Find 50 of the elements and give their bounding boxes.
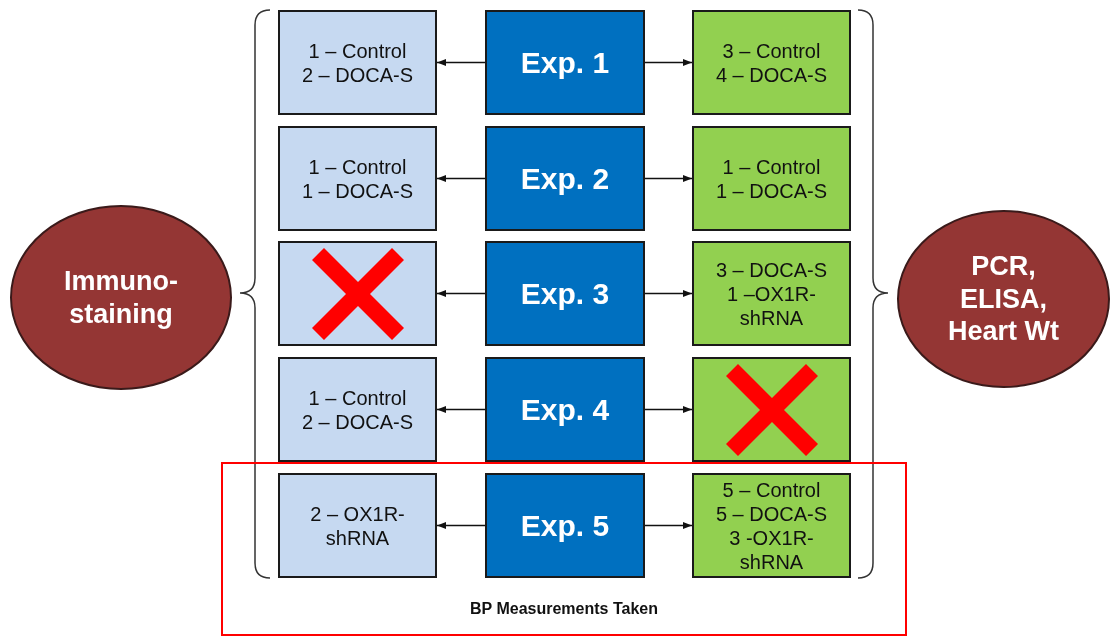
arrow	[436, 405, 486, 414]
group-list: 3 -OX1R-shRNA	[701, 525, 842, 574]
group-box	[692, 473, 851, 578]
group-list: 2 – DOCA-S	[301, 62, 414, 87]
group-box	[278, 473, 437, 578]
experiment-label: Exp. 5	[520, 507, 610, 544]
group-box	[692, 241, 851, 346]
group-box	[278, 357, 437, 462]
group-list: 1 – Control	[722, 154, 821, 179]
experiment-label: Exp. 1	[520, 44, 610, 81]
group-box	[692, 126, 851, 231]
group-list: 1 –OX1R-shRNA	[701, 281, 842, 330]
arrow	[436, 521, 486, 530]
frame-caption: BP Measurements Taken	[470, 598, 658, 618]
group-box	[278, 241, 437, 346]
arrow	[436, 289, 486, 298]
group-list: 2 – DOCA-S	[301, 409, 414, 434]
arrow	[644, 58, 693, 67]
highlight-frame	[221, 462, 907, 636]
experiment-box	[485, 126, 645, 231]
group-list: 3 – DOCA-S	[715, 257, 828, 282]
experiment-box	[485, 241, 645, 346]
group-box	[278, 126, 437, 231]
experiment-label: Exp. 3	[520, 275, 610, 312]
group-list: 1 – Control	[308, 38, 407, 63]
arrow	[644, 174, 693, 183]
experiment-box	[485, 357, 645, 462]
group-list: 1 – DOCA-S	[715, 178, 828, 203]
method-label: Immuno-staining	[63, 265, 179, 330]
arrow	[644, 289, 693, 298]
experiment-box	[485, 10, 645, 115]
group-box	[692, 357, 851, 462]
group-list: 5 – Control	[722, 477, 821, 502]
group-list: 2 – OX1R-shRNA	[287, 501, 428, 550]
group-box	[692, 10, 851, 115]
group-list: 3 – Control	[722, 38, 821, 63]
arrow	[436, 58, 486, 67]
arrow	[644, 405, 693, 414]
arrow	[644, 521, 693, 530]
method-label: PCR, ELISA, Heart Wt	[947, 250, 1060, 348]
group-list: 1 – Control	[308, 154, 407, 179]
group-list: 1 – Control	[308, 385, 407, 410]
group-list: 4 – DOCA-S	[715, 62, 828, 87]
group-list: 1 – DOCA-S	[301, 178, 414, 203]
arrow	[436, 174, 486, 183]
group-list: 5 – DOCA-S	[715, 501, 828, 526]
experiment-label: Exp. 2	[520, 160, 610, 197]
experiment-box	[485, 473, 645, 578]
group-box	[278, 10, 437, 115]
experiment-label: Exp. 4	[520, 391, 610, 428]
